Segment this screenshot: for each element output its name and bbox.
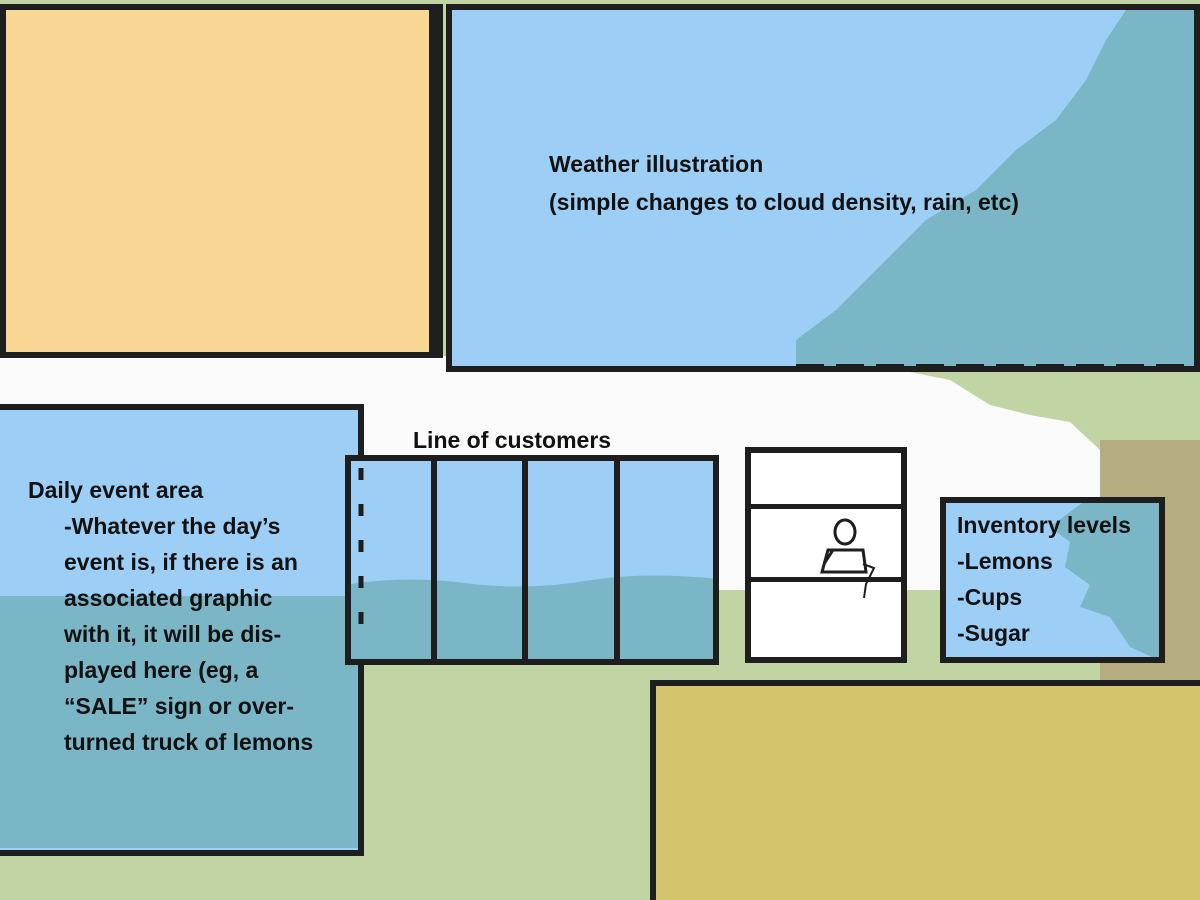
daily-event-line: played here (eg, a — [64, 657, 259, 683]
daily-event-water — [0, 596, 364, 848]
inventory-title: Inventory levels — [957, 512, 1131, 538]
inventory-frame — [940, 497, 1165, 663]
stand-shelf — [751, 504, 901, 509]
daily-event-line: “SALE” sign or over- — [64, 693, 295, 719]
dashed-boundary — [796, 364, 1200, 372]
customers-title: Line of customers — [413, 427, 612, 453]
daily-event-line: turned truck of lemons — [64, 729, 314, 755]
daily-event-line: event is, if there is an — [64, 549, 298, 575]
customer-line-box — [345, 455, 719, 665]
weather-subtitle: (simple changes to cloud density, rain, … — [549, 189, 1019, 215]
orange-panel — [0, 4, 443, 358]
inventory-item-cups: -Cups — [957, 584, 1023, 610]
inventory-item-lemons: -Lemons — [957, 548, 1053, 574]
inventory-panel — [940, 497, 1165, 663]
gold-panel — [650, 680, 1200, 900]
daily-event-line: with it, it will be dis- — [64, 621, 282, 647]
stand-counter — [751, 577, 901, 582]
daily-event-line: -Whatever the day’s — [64, 513, 281, 539]
inventory-shadow-shape — [1050, 497, 1165, 663]
weather-title: Weather illustration — [549, 151, 764, 177]
inventory-item-sugar: -Sugar — [957, 620, 1030, 646]
vendor-figure-icon — [820, 518, 876, 599]
customer-slot-divider — [431, 460, 437, 660]
weather-cloud-shape — [796, 10, 1194, 366]
customer-line-dots — [358, 468, 364, 648]
customer-slot-divider — [522, 460, 528, 660]
daily-event-title: Daily event area — [28, 477, 204, 503]
customer-line-frame — [345, 455, 719, 665]
daily-event-line: associated graphic — [64, 585, 273, 611]
customer-line-water — [345, 575, 719, 665]
customer-slot-divider — [614, 460, 620, 660]
